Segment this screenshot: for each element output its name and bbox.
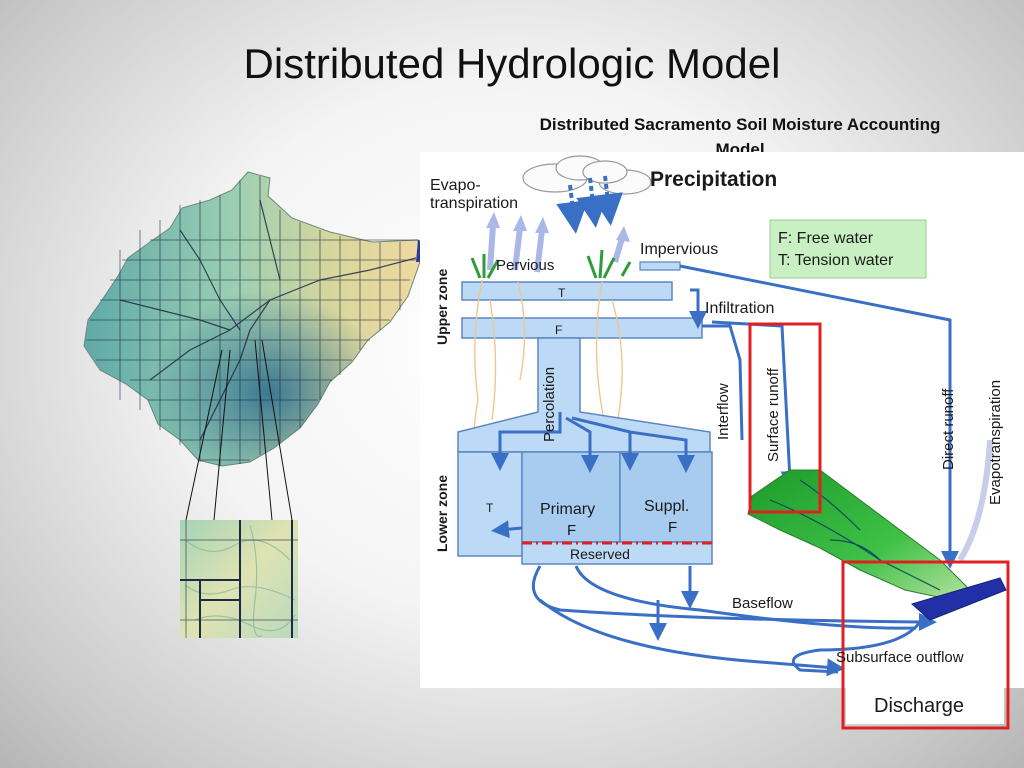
lower-zone-label: Lower zone <box>434 475 450 552</box>
map-streams <box>119 199 417 441</box>
legend-tension-water: T: Tension water <box>778 252 894 269</box>
percolation-label: Percolation <box>541 367 558 442</box>
suppl-label: Suppl. <box>644 498 689 515</box>
lower-t-label: T <box>486 501 494 515</box>
grass-icon <box>470 249 632 279</box>
evapotranspiration-label: Evapotranspiration <box>987 380 1004 505</box>
primary-label: Primary <box>540 501 595 518</box>
infiltration-label: Infiltration <box>705 300 774 317</box>
surface-runoff-label: Surface runoff <box>765 367 782 462</box>
evapotranspiration-arrows <box>487 224 625 273</box>
discharge-label-box <box>846 688 1004 724</box>
upper-t-label: T <box>558 286 566 300</box>
discharge-highlight <box>841 560 1010 730</box>
subsurface-outflow-label: Subsurface outflow <box>836 649 964 666</box>
primary-f-label: F <box>567 522 576 539</box>
upper-zone-tanks <box>461 261 703 339</box>
lower-zone-tanks <box>457 337 713 565</box>
internal-flow-arrows <box>491 264 959 569</box>
right-evapotranspiration-arrow <box>957 439 993 562</box>
watershed-map <box>83 171 428 521</box>
impervious-label: Impervious <box>640 241 718 258</box>
inset-map <box>180 520 298 638</box>
zoom-lines <box>185 339 293 521</box>
legend-box <box>769 219 927 279</box>
diagram-labels: Evapo- transpiration Precipitation Imper… <box>430 168 1004 717</box>
reserved-label: Reserved <box>570 546 630 562</box>
direct-runoff-label: Direct runoff <box>940 388 957 470</box>
highlight-boxes <box>748 322 1010 730</box>
baseflow-arrows <box>531 565 937 677</box>
terrain-watershed <box>747 469 1007 621</box>
baseflow-label: Baseflow <box>732 595 793 612</box>
evapo-label-2: transpiration <box>430 195 518 212</box>
subtitle-line-1: Distributed Sacramento Soil Moisture Acc… <box>539 115 941 134</box>
page-title: Distributed Hydrologic Model <box>243 40 781 87</box>
discharge-label: Discharge <box>874 695 964 717</box>
precipitation-label: Precipitation <box>650 168 777 191</box>
upper-f-label: F <box>555 323 562 337</box>
interflow-label: Interflow <box>715 383 732 440</box>
rain-icon <box>556 175 624 234</box>
surface-runoff-highlight <box>748 322 822 514</box>
pervious-label: Pervious <box>496 257 554 274</box>
evapo-label-1: Evapo- <box>430 177 481 194</box>
legend-free-water: F: Free water <box>778 230 874 247</box>
suppl-f-label: F <box>668 519 677 536</box>
upper-zone-label: Upper zone <box>434 269 450 345</box>
outlet-channel <box>910 577 1007 621</box>
